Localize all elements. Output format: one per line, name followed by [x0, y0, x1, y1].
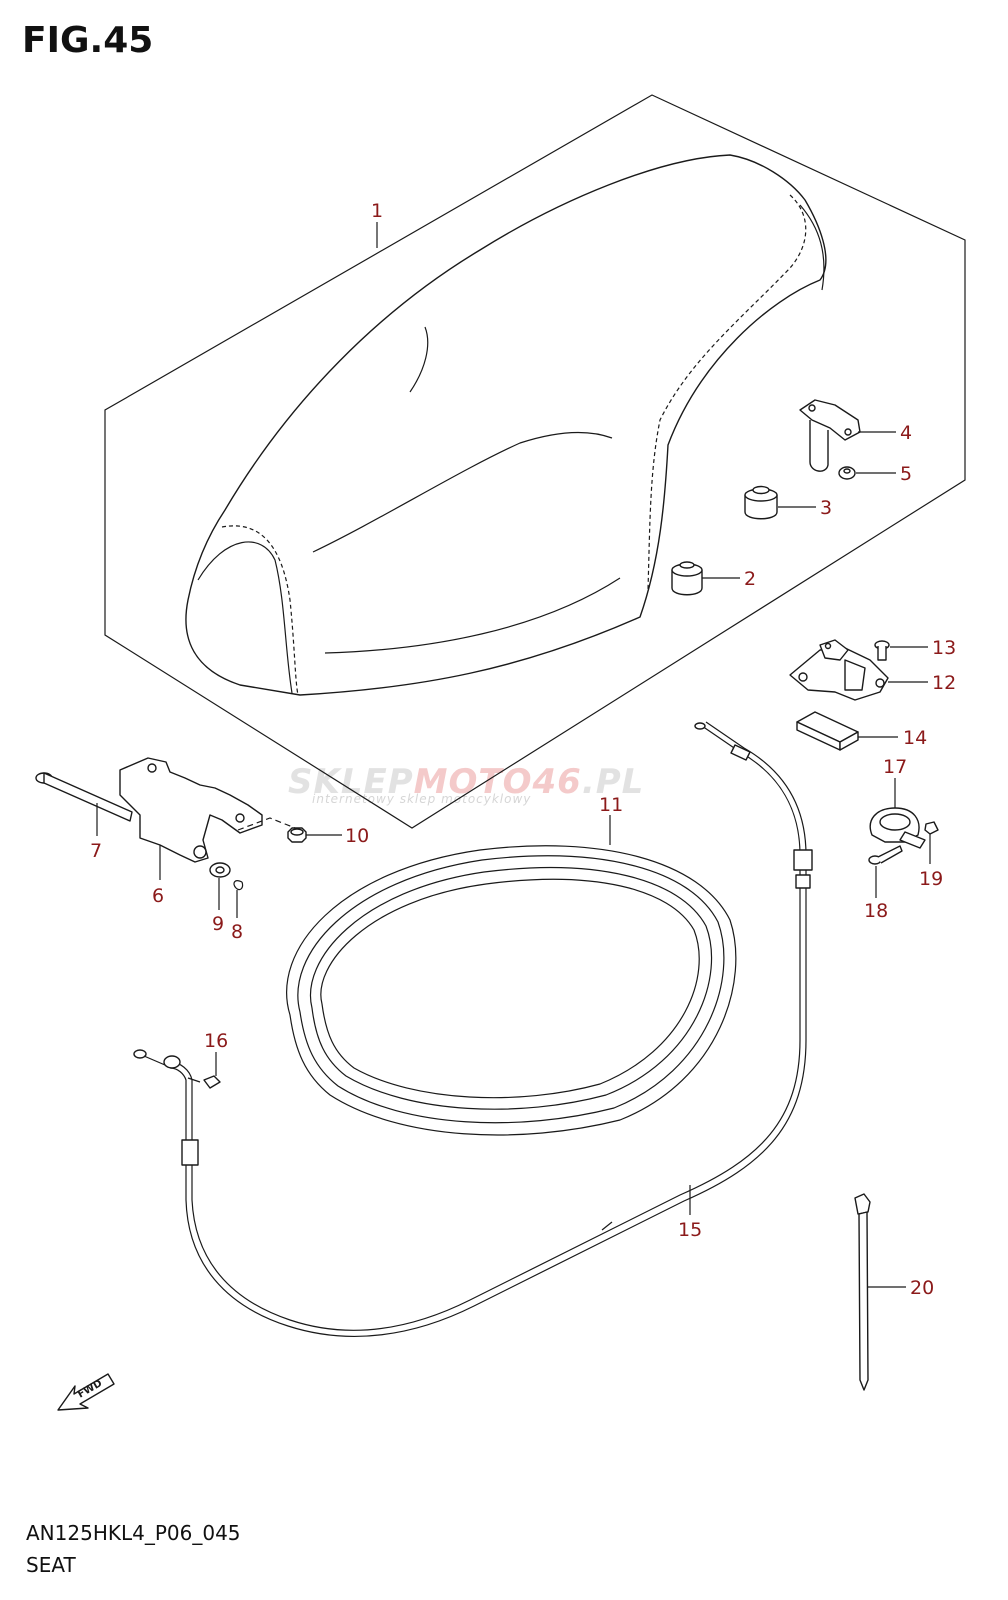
callout-18: 18	[864, 900, 888, 922]
forward-arrow: FWD	[57, 1373, 115, 1411]
svg-text:SKLEPMOTO46.PL: SKLEPMOTO46.PL	[288, 762, 644, 802]
callout-3: 3	[820, 497, 832, 519]
callout-5: 5	[900, 463, 912, 485]
callout-10: 10	[345, 825, 369, 847]
cable-tie-part-20	[854, 1193, 871, 1391]
cable-part-15	[133, 721, 813, 1337]
figure-title: FIG.45	[22, 20, 154, 61]
watermark-tagline: internetowy sklep motocyklowy	[312, 792, 531, 806]
callout-13: 13	[932, 637, 956, 659]
watermark-brand-4: .PL	[582, 762, 645, 802]
washer-part-9	[209, 862, 231, 878]
seat-part-1	[185, 154, 827, 696]
callout-12: 12	[932, 672, 956, 694]
pad-part-14	[796, 711, 859, 751]
callout-7: 7	[90, 840, 102, 862]
watermark-brand-2: MOTO	[414, 762, 533, 802]
callout-1: 1	[371, 200, 383, 222]
nut-part-10	[287, 827, 307, 843]
screw-part-13	[874, 640, 890, 661]
callout-4: 4	[900, 422, 912, 444]
nut-part-5	[838, 466, 856, 480]
callout-15: 15	[678, 1219, 702, 1241]
callout-14: 14	[903, 727, 927, 749]
hook-bracket-part-4	[799, 399, 861, 472]
callout-11: 11	[599, 794, 623, 816]
callout-6: 6	[152, 885, 164, 907]
clip-part-8	[233, 880, 244, 891]
nut-part-19	[924, 821, 939, 835]
watermark-brand-3: 46	[532, 762, 582, 802]
callout-19: 19	[919, 868, 943, 890]
callout-8: 8	[231, 921, 243, 943]
clamp-part-17	[869, 807, 926, 849]
seat-lock-part-12	[789, 639, 889, 701]
section-name: SEAT	[26, 1553, 76, 1577]
cushion-part-2	[671, 561, 703, 596]
callout-20: 20	[910, 1277, 934, 1299]
pin-part-7	[35, 772, 133, 822]
model-code: AN125HKL4_P06_045	[26, 1521, 241, 1545]
screw-part-18	[868, 845, 903, 865]
leader-lines	[96, 222, 931, 1288]
screw-part-16	[187, 1075, 221, 1089]
seal-part-11	[286, 845, 737, 1136]
watermark-brand-1: SKLEP	[288, 762, 414, 802]
cushion-part-3	[744, 485, 778, 520]
callout-9: 9	[212, 913, 224, 935]
callout-numbers: 1 2 3 4 5 6 7 8 9 10 11 12 13 14 15 16 1…	[90, 200, 956, 1299]
watermark: SKLEPMOTO46.PL internetowy sklep motocyk…	[288, 762, 644, 806]
callout-16: 16	[204, 1030, 228, 1052]
callout-17: 17	[883, 756, 907, 778]
seat-assembly-frame	[104, 94, 966, 829]
callout-2: 2	[744, 568, 756, 590]
hinge-bracket-part-6	[119, 757, 263, 863]
